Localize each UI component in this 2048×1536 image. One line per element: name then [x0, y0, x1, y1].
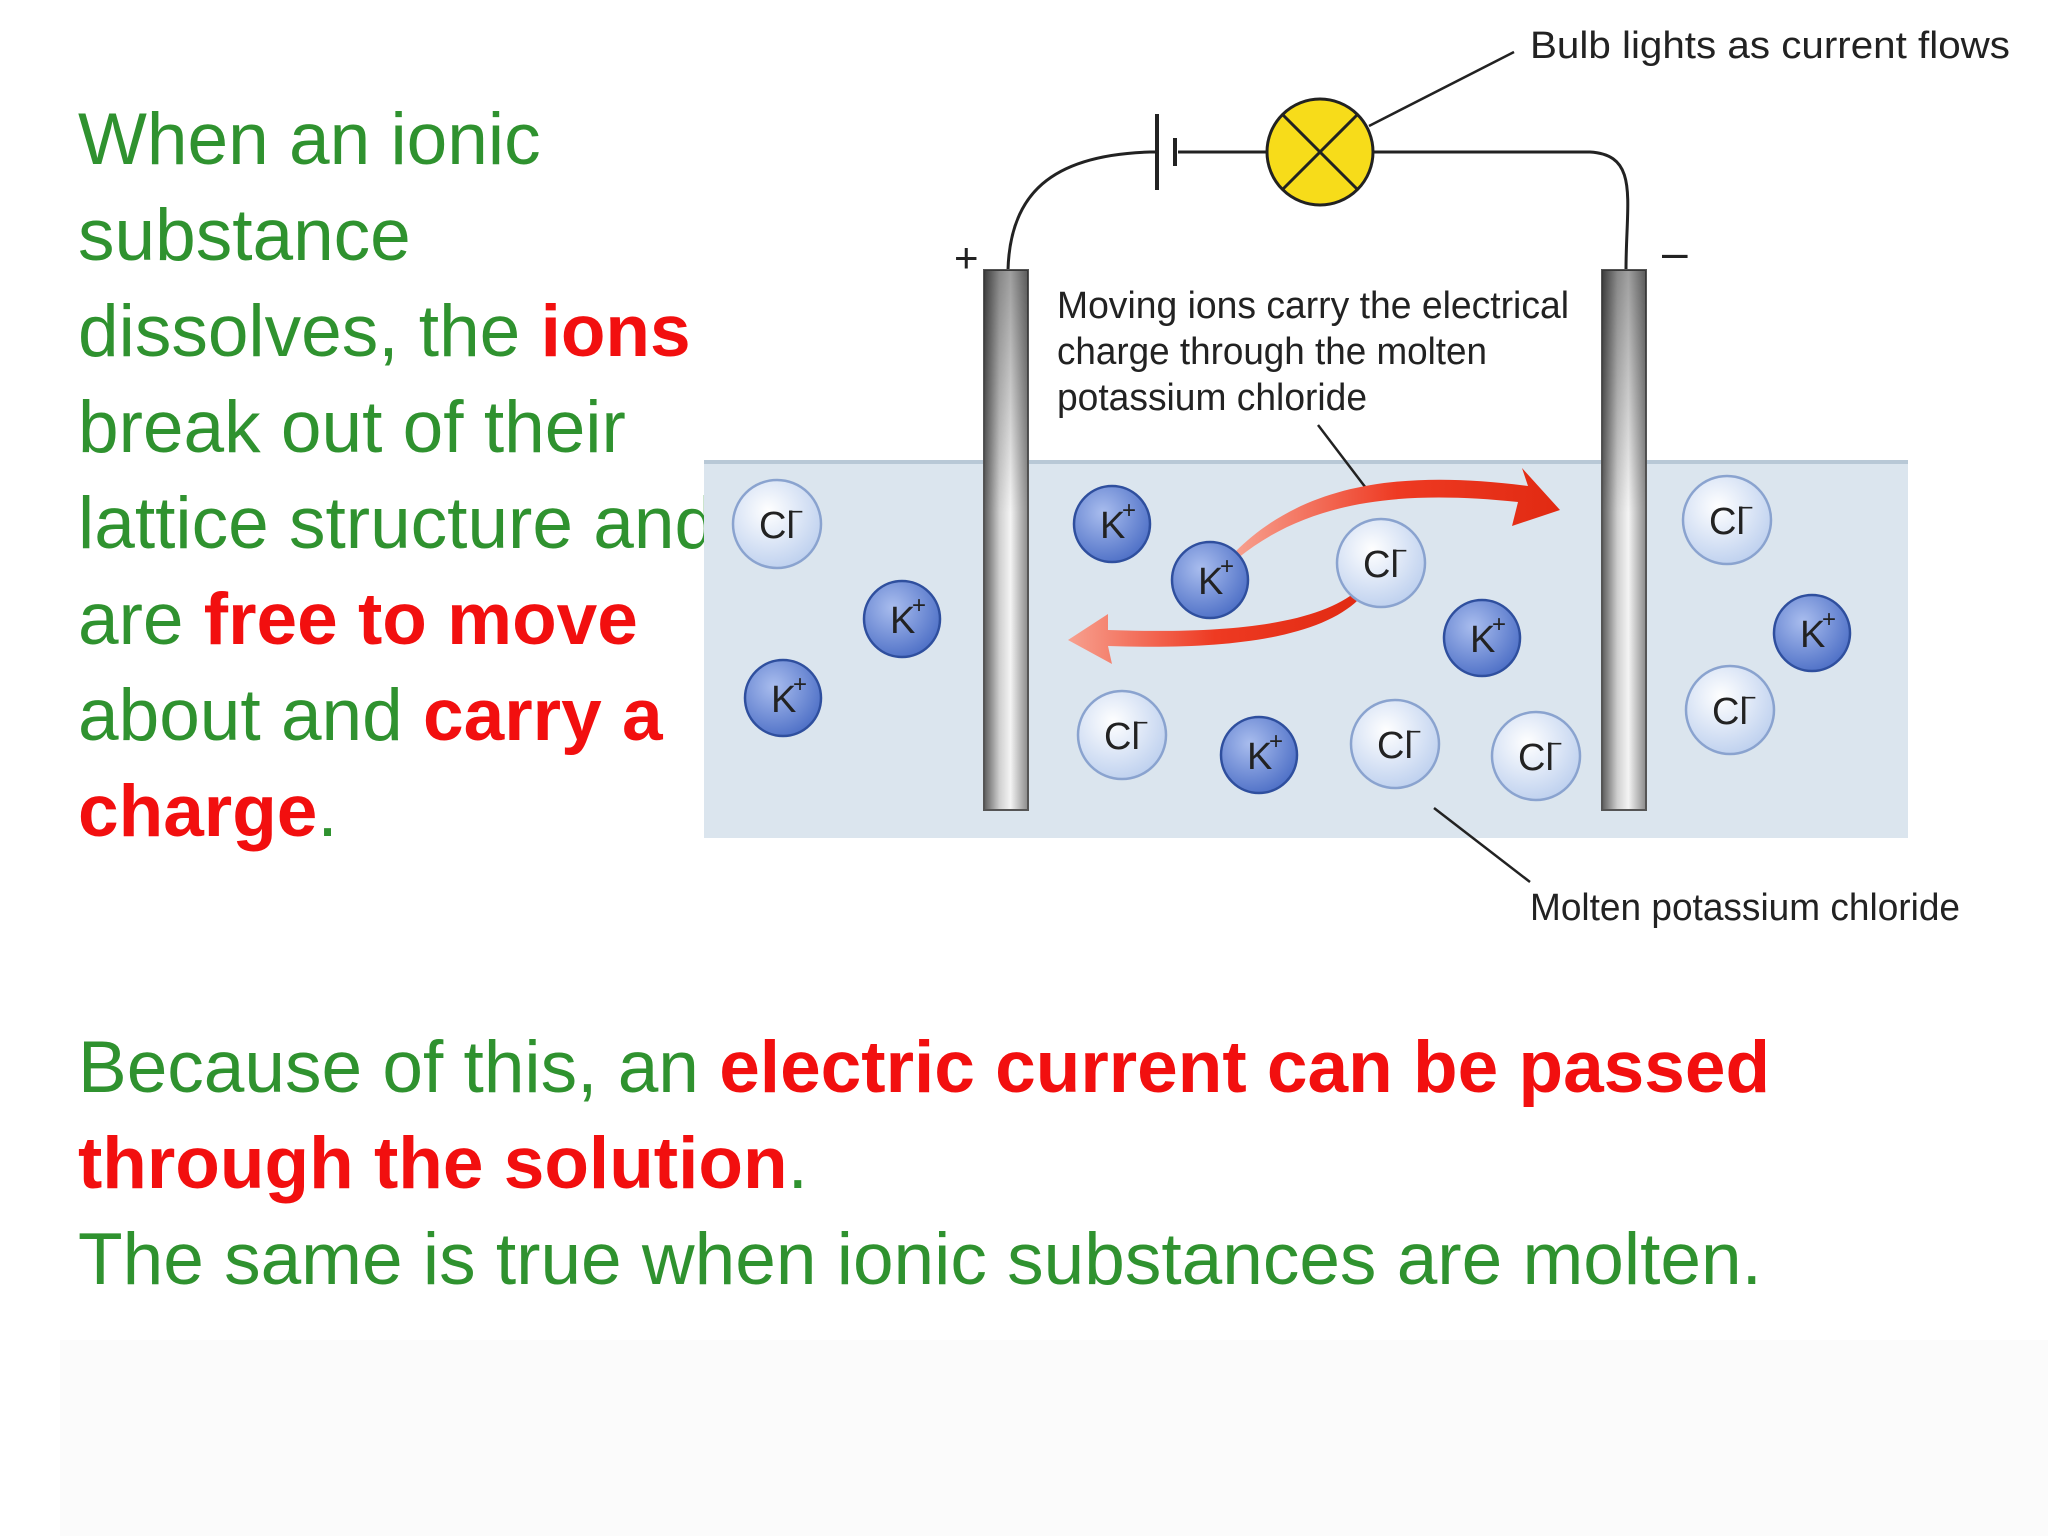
chloride-ion: Cl–: [1335, 517, 1427, 609]
moving-ions-label-line-3: potassium chloride: [1057, 377, 1367, 419]
negative-sign: –: [1662, 226, 1688, 278]
potassium-ion-circle: [1219, 715, 1299, 795]
intro-text-3: about and: [78, 675, 424, 756]
moving-ions-label-line-1: Moving ions carry the electrical: [1057, 285, 1569, 327]
intro-highlight-carry-charge: carry a charge: [78, 675, 663, 852]
potassium-ion-symbol: K: [1198, 561, 1223, 603]
potassium-ion: K+: [1072, 484, 1152, 564]
chloride-ion-symbol: Cl: [1709, 501, 1745, 543]
chloride-ion: Cl–: [1490, 710, 1582, 802]
potassium-ion: K+: [862, 579, 942, 659]
intro-text-4: .: [317, 771, 338, 852]
cathode-electrode: [1601, 269, 1647, 811]
chloride-ion-circle: [1335, 517, 1427, 609]
chloride-ion-circle: [1684, 664, 1776, 756]
chloride-ion-circle: [1490, 710, 1582, 802]
potassium-ion-circle: [743, 658, 823, 738]
potassium-ion-circle: [1170, 540, 1250, 620]
chloride-ion-charge: –: [1407, 717, 1421, 744]
liquid-surface: [704, 460, 1908, 464]
potassium-ion-circle: [862, 579, 942, 659]
wire-left: [1006, 150, 1155, 271]
chloride-ion-charge: –: [1739, 493, 1753, 520]
conclusion-text-1: Because of this, an: [78, 1027, 720, 1108]
potassium-ion-charge: +: [1220, 553, 1234, 580]
chloride-ion-circle: [1076, 689, 1168, 781]
potassium-ion: K+: [1442, 598, 1522, 678]
ion-group: Cl–K+K+K+K+Cl–Cl–K+Cl–Cl–K+Cl–Cl–K+: [731, 474, 1852, 802]
bulb-icon: [1265, 97, 1375, 207]
slide-footer-area: [60, 1340, 2048, 1536]
potassium-ion-symbol: K: [1800, 614, 1825, 656]
intro-text-2: break out of their lattice structure and…: [78, 387, 716, 660]
potassium-ion: K+: [743, 658, 823, 738]
conclusion-text-2: .: [787, 1123, 808, 1204]
chloride-ion: Cl–: [1681, 474, 1773, 566]
chloride-ion-charge: –: [1134, 708, 1148, 735]
potassium-ion-circle: [1442, 598, 1522, 678]
arrow-to-cathode: [1235, 468, 1560, 558]
chloride-ion: Cl–: [1684, 664, 1776, 756]
arrow-to-anode: [1068, 590, 1362, 664]
potassium-ion-symbol: K: [1100, 505, 1125, 547]
chloride-ion-symbol: Cl: [1377, 725, 1413, 767]
moving-ions-label-line-2: charge through the molten: [1057, 331, 1487, 373]
bulb-label: Bulb lights as current flows: [1530, 25, 2010, 67]
potassium-ion: K+: [1219, 715, 1299, 795]
liquid-label: Molten potassium chloride: [1530, 887, 1960, 929]
potassium-ion-charge: +: [1122, 497, 1136, 524]
wire-right: [1370, 150, 1630, 271]
chloride-ion: Cl–: [1349, 698, 1441, 790]
potassium-ion-symbol: K: [890, 600, 915, 642]
chloride-ion-symbol: Cl: [759, 505, 795, 547]
conclusion-paragraph: Because of this, an electric current can…: [78, 1020, 2018, 1308]
anode-electrode: [983, 269, 1029, 811]
electrolysis-diagram: Bulb lights as current flows + – Moving …: [704, 25, 2010, 929]
potassium-ion-symbol: K: [771, 679, 796, 721]
chloride-ion-symbol: Cl: [1104, 716, 1140, 758]
potassium-ion-symbol: K: [1247, 736, 1272, 778]
chloride-ion-circle: [1681, 474, 1773, 566]
potassium-ion-circle: [1772, 593, 1852, 673]
conclusion-line-2: The same is true when ionic substances a…: [78, 1219, 1762, 1300]
chloride-ion-circle: [731, 478, 823, 570]
chloride-ion-charge: –: [1393, 536, 1407, 563]
potassium-ion: K+: [1170, 540, 1250, 620]
chloride-ion-charge: –: [1548, 729, 1562, 756]
conclusion-highlight-current: electric current can be passed through t…: [78, 1027, 1771, 1204]
chloride-ion-charge: –: [1742, 683, 1756, 710]
intro-highlight-ions: ions: [540, 291, 691, 372]
potassium-ion-circle: [1072, 484, 1152, 564]
conclusion-line-1: Because of this, an electric current can…: [78, 1020, 2018, 1212]
potassium-ion-charge: +: [1822, 606, 1836, 633]
intro-highlight-free-to-move: free to move: [203, 579, 638, 660]
chloride-ion-symbol: Cl: [1363, 544, 1399, 586]
chloride-ion-symbol: Cl: [1712, 691, 1748, 733]
potassium-ion-charge: +: [912, 592, 926, 619]
potassium-ion-symbol: K: [1470, 619, 1495, 661]
potassium-ion: K+: [1772, 593, 1852, 673]
potassium-ion-charge: +: [1492, 611, 1506, 638]
bulb-label-leader: [1368, 50, 1515, 128]
chloride-ion-symbol: Cl: [1518, 737, 1554, 779]
positive-sign: +: [954, 234, 979, 281]
intro-paragraph: When an ionic substance dissolves, the i…: [78, 92, 718, 860]
chloride-ion-charge: –: [789, 497, 803, 524]
intro-text-1: When an ionic substance dissolves, the: [78, 99, 541, 372]
chloride-ion-circle: [1349, 698, 1441, 790]
chloride-ion: Cl–: [731, 478, 823, 570]
chloride-ion: Cl–: [1076, 689, 1168, 781]
liquid-label-leader: [1433, 807, 1531, 883]
moving-ions-leader: [1317, 424, 1373, 497]
potassium-ion-charge: +: [1269, 728, 1283, 755]
potassium-ion-charge: +: [793, 671, 807, 698]
